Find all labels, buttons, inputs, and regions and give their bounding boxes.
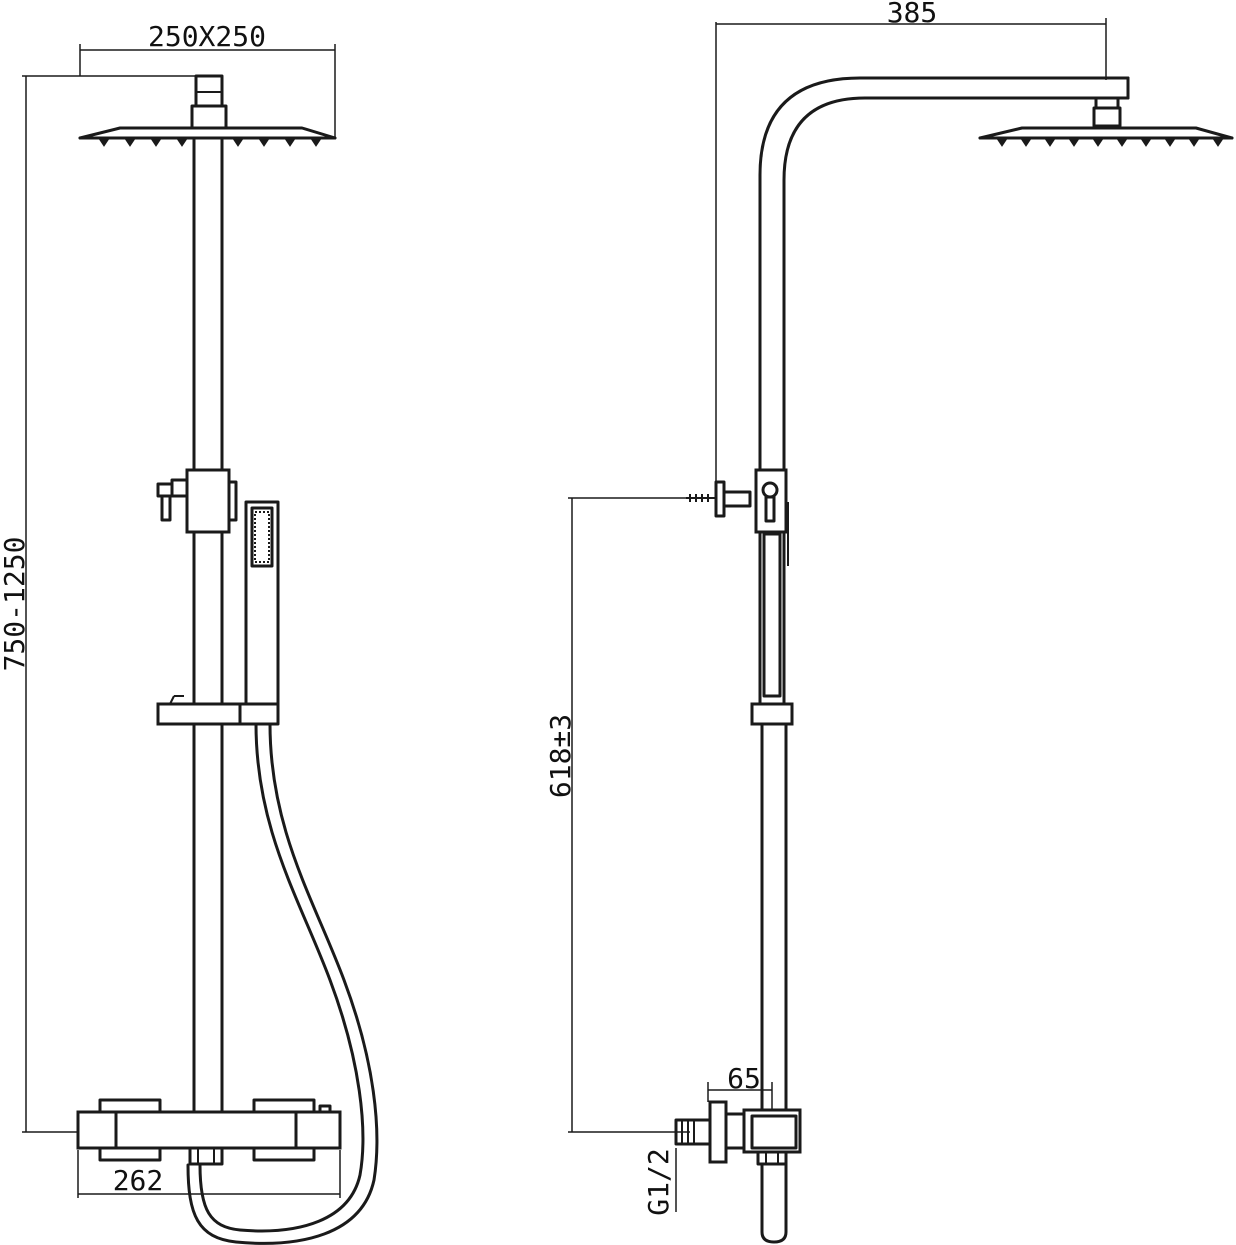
side-view: 385 <box>544 0 1234 1244</box>
side-wall-bracket <box>686 468 788 534</box>
front-riser-pipe <box>192 138 224 1114</box>
front-view: 250X250 750-1250 <box>0 20 379 1245</box>
dimension-elbow-depth: 65 <box>707 1062 773 1110</box>
mixer-width-label: 262 <box>113 1164 164 1197</box>
front-shower-head <box>78 74 337 147</box>
dimension-thread: G1/2 <box>642 1148 677 1216</box>
front-slider-holder <box>156 695 280 726</box>
side-riser-lower <box>750 502 794 1114</box>
dimension-mixer-width: 262 <box>77 1150 341 1198</box>
dimension-arm-reach: 385 <box>715 0 1107 495</box>
dimension-head-size: 250X250 <box>79 20 336 138</box>
dimension-height-range: 750-1250 <box>0 75 200 1133</box>
dimension-bracket-height: 618±3 <box>544 497 690 1133</box>
side-mixer-body <box>674 1100 802 1244</box>
front-nozzles <box>99 139 321 147</box>
front-hand-shower <box>244 500 280 706</box>
arm-reach-label: 385 <box>887 0 938 29</box>
side-curved-arm <box>758 76 1130 472</box>
front-hose <box>186 722 379 1245</box>
thread-label: G1/2 <box>642 1148 675 1215</box>
elbow-depth-label: 65 <box>727 1062 761 1095</box>
front-mixer-bar <box>76 1098 342 1166</box>
head-size-label: 250X250 <box>148 20 266 53</box>
height-range-label: 750-1250 <box>0 537 31 672</box>
side-nozzles <box>997 139 1223 147</box>
side-shower-head <box>978 96 1234 147</box>
front-diverter-bracket <box>156 468 238 534</box>
bracket-height-label: 618±3 <box>544 714 577 798</box>
